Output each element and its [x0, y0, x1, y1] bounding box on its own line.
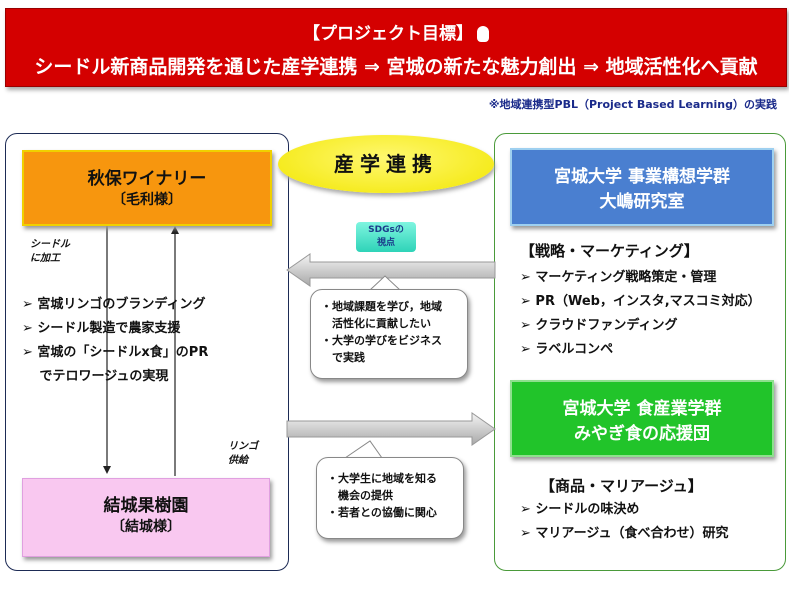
miyagi-food-supporters-box: 宮城大学 食産業学群みやぎ食の応援団: [510, 380, 774, 457]
industry-academia-ellipse: 産学連携: [278, 135, 494, 193]
banner-goal: シードル新商品開発を通じた産学連携 ⇒ 宮城の新たな魅力創出 ⇒ 地域活性化へ貢…: [34, 56, 758, 78]
akiu-winery-box: 秋保ワイナリー〔毛利様〕: [22, 150, 272, 226]
winery-name: 秋保ワイナリー: [87, 169, 207, 189]
list-item: ➢ PR（Web，インスタ,マスコミ対応）: [520, 294, 761, 309]
strategy-list: ➢ マーケティング戦略策定・管理 ➢ PR（Web，インスタ,マスコミ対応） ➢…: [520, 266, 761, 362]
project-goal-banner: 【プロジェクト目標】 シードル新商品開発を通じた産学連携 ⇒ 宮城の新たな魅力創…: [5, 8, 787, 87]
list-item: ➢ シードル製造で農家支援: [22, 321, 181, 336]
sdgs-badge: SDGsの視点: [356, 222, 416, 252]
arrow-to-university: [286, 412, 496, 446]
yuki-orchard-box: 結城果樹園〔結城様〕: [22, 478, 270, 557]
list-item: ➢ 宮城の「シードルx食」のPR: [22, 345, 209, 360]
pbl-note: ※地域連携型PBL（Project Based Learning）の実践: [488, 98, 777, 111]
orchard-contact: 〔結城様〕: [111, 519, 181, 535]
process-label: シードルに加工: [30, 239, 70, 264]
product-heading: 【商品・マリアージュ】: [540, 477, 703, 495]
oshima-lab-box: 宮城大学 事業構想学群大嶋研究室: [510, 148, 774, 226]
company-motivation-bubble: ・大学生に地域を知る 機会の提供・若者との協働に関心: [316, 457, 464, 539]
list-item: ➢ 宮城リンゴのブランディング: [22, 297, 206, 312]
university-motivation-bubble: ・地域課題を学び，地域 活性化に貢献したい・大学の学びをビジネス で実践: [310, 289, 468, 379]
strategy-heading: 【戦略・マーケティング】: [520, 242, 699, 260]
list-item: ➢ クラウドファンディング: [520, 318, 678, 333]
list-item: ➢ マーケティング戦略策定・管理: [520, 270, 717, 285]
arrow-to-winery: [286, 253, 496, 287]
list-item: でテロワージュの実現: [22, 369, 169, 384]
banner-title: 【プロジェクト目標】: [303, 24, 473, 44]
winery-contact: 〔毛利様〕: [112, 192, 182, 208]
right-panel: [494, 133, 786, 571]
left-panel: [5, 133, 289, 571]
list-item: ➢ ラベルコンペ: [520, 342, 614, 357]
list-item: ➢ シードルの味決め: [520, 502, 640, 517]
product-list: ➢ シードルの味決め ➢ マリアージュ（食べ合わせ）研究: [520, 498, 728, 546]
supply-label: リンゴ供給: [228, 441, 258, 466]
winery-activities: ➢ 宮城リンゴのブランディング ➢ シードル製造で農家支援 ➢ 宮城の「シードル…: [22, 293, 208, 389]
list-item: ➢ マリアージュ（食べ合わせ）研究: [520, 526, 729, 541]
cider-bottle-icon: [477, 26, 489, 42]
orchard-name: 結城果樹園: [103, 496, 189, 516]
